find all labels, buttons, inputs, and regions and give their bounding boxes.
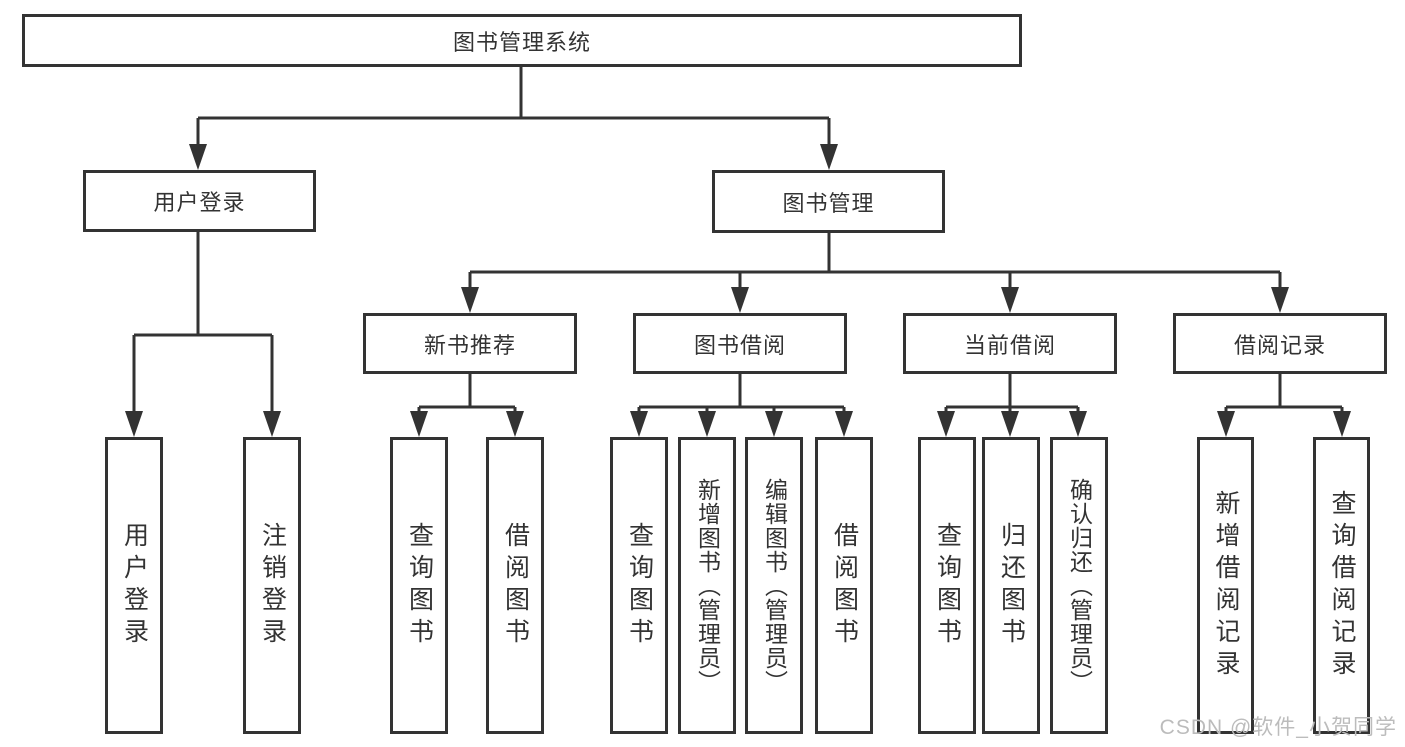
leaf-borrow-books: 借阅图书: [815, 437, 873, 734]
csdn-watermark: CSDN @软件_小贺同学: [1159, 716, 1397, 739]
leaf-borrow-books-label: 借阅图书: [830, 521, 859, 650]
leaf-query-borrow-record-label: 查询借阅记录: [1328, 489, 1356, 682]
node-current-borrow: 当前借阅: [903, 313, 1117, 374]
leaf-return-books-label: 归还图书: [997, 521, 1026, 650]
leaf-return-books: 归还图书: [982, 437, 1040, 734]
leaf-confirm-return-admin: 确认归还（管理员）: [1050, 437, 1108, 734]
leaf-current-query-books: 查询图书: [918, 437, 976, 734]
node-current-borrow-label: 当前借阅: [963, 332, 1056, 358]
leaf-current-query-books-label: 查询图书: [933, 521, 962, 650]
leaf-edit-books-admin: 编辑图书（管理员）: [745, 437, 803, 734]
leaf-recommend-borrow-books: 借阅图书: [486, 437, 544, 734]
leaf-borrow-query-books-label: 查询图书: [625, 521, 654, 650]
leaf-add-borrow-record-label: 新增借阅记录: [1212, 489, 1240, 682]
node-book-management-label: 图书管理: [782, 190, 875, 216]
leaf-recommend-query-books-label: 查询图书: [405, 521, 434, 650]
node-user-login-label: 用户登录: [153, 190, 246, 215]
node-root-label: 图书管理系统: [452, 29, 591, 55]
node-user-login: 用户登录: [83, 170, 316, 232]
node-borrow-records-label: 借阅记录: [1233, 332, 1326, 358]
node-book-management: 图书管理: [712, 170, 945, 233]
leaf-recommend-query-books: 查询图书: [390, 437, 448, 734]
leaf-recommend-borrow-books-label: 借阅图书: [501, 521, 530, 650]
node-new-book-recommend-label: 新书推荐: [423, 332, 516, 358]
leaf-logout: 注销登录: [243, 437, 301, 734]
leaf-user-login: 用户登录: [105, 437, 163, 734]
leaf-confirm-return-admin-label: 确认归还（管理员）: [1066, 477, 1093, 694]
leaf-add-books-admin-label: 新增图书（管理员）: [694, 477, 721, 694]
leaf-add-borrow-record: 新增借阅记录: [1197, 437, 1254, 734]
node-book-borrow: 图书借阅: [633, 313, 847, 374]
leaf-borrow-query-books: 查询图书: [610, 437, 668, 734]
node-root: 图书管理系统: [22, 14, 1022, 67]
node-book-borrow-label: 图书借阅: [693, 332, 786, 358]
leaf-logout-label: 注销登录: [258, 521, 287, 650]
leaf-user-login-label: 用户登录: [120, 521, 149, 650]
leaf-edit-books-admin-label: 编辑图书（管理员）: [761, 477, 788, 694]
node-new-book-recommend: 新书推荐: [363, 313, 577, 374]
node-borrow-records: 借阅记录: [1173, 313, 1387, 374]
leaf-add-books-admin: 新增图书（管理员）: [678, 437, 736, 734]
leaf-query-borrow-record: 查询借阅记录: [1313, 437, 1370, 734]
